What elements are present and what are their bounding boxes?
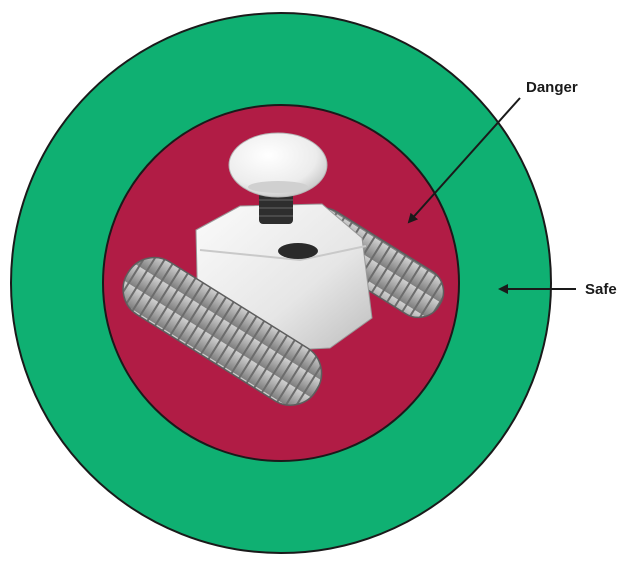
tracked-robot-icon: [122, 132, 445, 406]
safe-label: Safe: [585, 281, 617, 298]
danger-label: Danger: [526, 79, 578, 96]
danger-arrow: [407, 97, 521, 224]
